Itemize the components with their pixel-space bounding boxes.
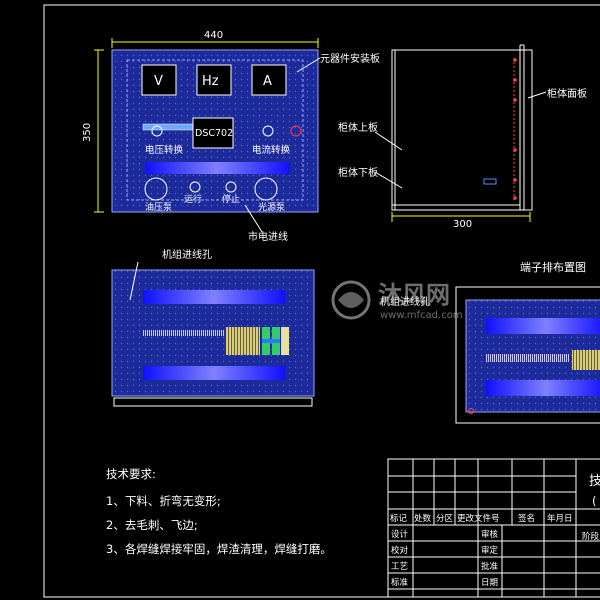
dim-height: 350 (82, 123, 93, 142)
mains-inlet-label: 市电进线 (248, 230, 288, 243)
tb-header-2: 分区 (436, 514, 454, 524)
drawing-frame (43, 4, 600, 598)
controller-module (192, 117, 234, 149)
run-label: 运行 (184, 193, 202, 205)
terminal-layout-view: 端子排布置图 机组进线孔 (380, 260, 600, 424)
tb-stage: 阶段 (582, 531, 600, 542)
note-3: 3、各焊缝焊接牢固，焊渣清理，焊缝打磨。 (106, 542, 332, 556)
title-block (387, 458, 600, 598)
notes-title: 技术要求: (106, 467, 156, 481)
tb-row-check: 校对 (391, 545, 409, 556)
meter-hz: Hz (202, 74, 219, 89)
ammeter (251, 64, 287, 96)
meter-v: V (154, 74, 163, 89)
tb-header-0: 标记 (390, 513, 408, 524)
voltmeter (141, 64, 177, 96)
component-board-label: 元器件安装板 (320, 52, 380, 65)
tb-header-4: 签名 (518, 513, 535, 524)
tb-row-date: 日期 (481, 578, 498, 588)
technical-notes: 技术要求: 1、下料、折弯无变形; 2、去毛刺、飞边; 3、各焊缝焊接牢固，焊渣… (106, 467, 332, 556)
watermark-url: www.mfcad.com (380, 310, 463, 321)
cabinet-bottom-label: 柜体下板 (338, 166, 378, 179)
front-busbar (145, 162, 290, 174)
tb-header-3: 更改文件号 (457, 513, 500, 524)
note-1: 1、下料、折弯无变形; (106, 494, 221, 508)
note-2: 2、去毛刺、飞边; (106, 518, 198, 532)
cabinet-top-label: 柜体上板 (338, 121, 378, 134)
tb-row-design: 设计 (391, 529, 409, 540)
terminal-strip (226, 327, 260, 355)
meter-a: A (263, 74, 272, 89)
current-switch-label: 电流转换 (252, 144, 291, 156)
frequency-meter (196, 64, 232, 96)
front-view: 440 350 V Hz A DSC702 电压转换 电流转换 油压泵 运行 停… (82, 30, 380, 243)
side-view: 300 柜体面板 柜体上板 柜体下板 (338, 44, 587, 230)
watermark: 沐风网 www.mfcad.com (331, 280, 463, 321)
tb-row-ratify: 批准 (481, 561, 499, 572)
unit-inlet-label: 机组进线孔 (162, 248, 212, 261)
light-pump-label: 光源泵 (258, 201, 285, 213)
stop-label: 停止 (222, 193, 240, 205)
title-block-text: 标记 处数 分区 更改文件号 签名 年月日 设计 校对 工艺 标准 审核 审定 … (390, 474, 600, 588)
side-outline (391, 49, 533, 211)
tb-row-standard: 标准 (391, 577, 409, 588)
terminal-layout-title: 端子排布置图 (520, 260, 586, 274)
cabinet-front-label: 柜体面板 (547, 87, 587, 100)
oil-pump-label: 油压泵 (145, 201, 172, 213)
watermark-brand: 沐风网 (378, 281, 450, 309)
tb-header-5: 年月日 (547, 513, 573, 524)
tb-header-1: 处数 (414, 513, 432, 524)
dim-depth: 300 (453, 219, 472, 230)
tb-title-paren: ( (592, 494, 597, 508)
voltage-switch-label: 电压转换 (145, 144, 184, 156)
tb-row-approve: 审定 (481, 545, 499, 556)
controller-model: DSC702 (195, 128, 233, 139)
dim-width: 440 (204, 30, 223, 41)
tb-row-review: 审核 (481, 529, 499, 540)
tb-title-partial: 技 (589, 474, 600, 489)
unit-inlet-label-2: 机组进线孔 (380, 295, 430, 308)
top-view: 机组进线孔 (111, 248, 315, 407)
tb-row-process: 工艺 (391, 562, 408, 572)
